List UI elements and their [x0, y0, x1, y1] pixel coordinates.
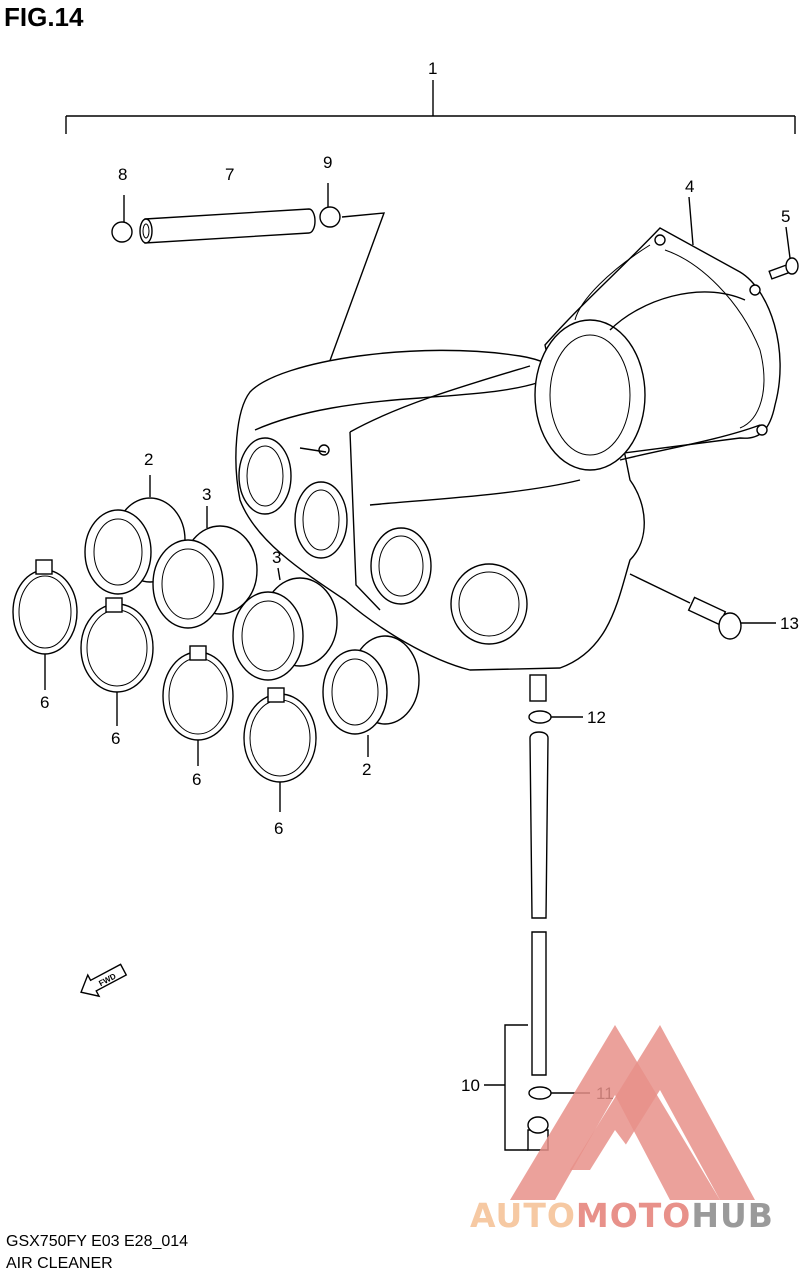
air-filter-element	[534, 196, 781, 471]
wordmark-hub: HUB	[691, 1196, 774, 1235]
callout-4: 4	[685, 177, 694, 196]
hose-clamp-6c	[162, 645, 234, 766]
screw-5	[768, 226, 799, 280]
callout-6d: 6	[274, 819, 283, 838]
callout-7: 7	[225, 165, 234, 184]
callout-6c: 6	[192, 770, 201, 789]
intake-joint-2b	[322, 635, 420, 757]
callout-6a: 6	[40, 693, 49, 712]
callout-12: 12	[587, 708, 606, 727]
breather-tube	[139, 208, 316, 244]
model-code: GSX750FY E03 E28_014	[6, 1233, 189, 1250]
callout-1: 1	[428, 59, 437, 78]
hose-clip-12	[528, 710, 583, 724]
callout-9: 9	[323, 153, 332, 172]
intake-joint-3b	[232, 567, 338, 681]
figure-title: FIG.14	[4, 2, 84, 32]
callout-8: 8	[118, 165, 127, 184]
bolt-13	[629, 573, 776, 640]
wordmark-auto: AUTO	[470, 1196, 576, 1235]
fwd-arrow-icon: FWD	[80, 963, 128, 998]
hose-clamp-6d	[243, 687, 317, 812]
wordmark-moto: MOTO	[575, 1196, 692, 1235]
callout-10: 10	[461, 1076, 480, 1095]
watermark-wordmark: AUTOMOTOHUB	[470, 1196, 774, 1235]
callout-6b: 6	[111, 729, 120, 748]
hose-clip-8	[111, 195, 133, 243]
intake-joint-3a	[152, 506, 258, 629]
callout-13: 13	[780, 614, 799, 633]
hose-clamp-6b	[80, 597, 154, 726]
callout-2b: 2	[362, 760, 371, 779]
section-name: AIR CLEANER	[6, 1255, 113, 1272]
callout-3b: 3	[272, 548, 281, 567]
callout-3a: 3	[202, 485, 211, 504]
hose-clamp-6a	[12, 559, 78, 690]
callout-2a: 2	[144, 450, 153, 469]
drain-tube	[484, 674, 549, 1151]
callout-5: 5	[781, 207, 790, 226]
intake-joint-2a	[84, 475, 186, 595]
watermark-logo-icon	[510, 1025, 755, 1200]
assembly-bracket	[65, 80, 796, 134]
